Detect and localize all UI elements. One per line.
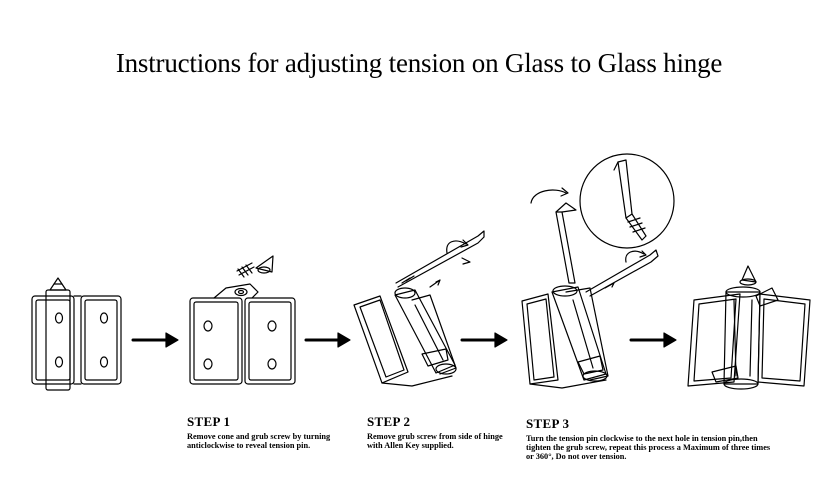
step-arrow-3 — [460, 332, 508, 348]
step-2-text: Remove grub screw from side of hinge wit… — [367, 432, 503, 450]
hinge-step2-grub-screw — [353, 230, 485, 387]
step-2-instructions: STEP 2 Remove grub screw from side of hi… — [367, 414, 507, 450]
hinge-step1-cone-removed — [189, 255, 296, 385]
step-arrow-4 — [629, 332, 677, 348]
step-1-heading: STEP 1 — [187, 414, 231, 429]
step-1-text: Remove cone and grub screw by turning an… — [187, 432, 331, 450]
step-1-instructions: STEP 1 Remove cone and grub screw by tur… — [187, 414, 362, 450]
step-3-text: Turn the tension pin clockwise to the ne… — [526, 434, 771, 461]
step-arrow-1 — [131, 332, 179, 348]
hinge-step4-reassembled — [687, 265, 811, 390]
step-3-heading: STEP 3 — [526, 416, 570, 431]
step-2-heading: STEP 2 — [367, 414, 411, 429]
hinge-assembled-front — [31, 277, 122, 391]
step-3-instructions: STEP 3 Turn the tension pin clockwise to… — [526, 416, 771, 461]
step-arrow-2 — [304, 332, 351, 348]
page-title: Instructions for adjusting tension on Gl… — [115, 48, 723, 78]
hinge-step3-tension-pin — [521, 153, 675, 389]
